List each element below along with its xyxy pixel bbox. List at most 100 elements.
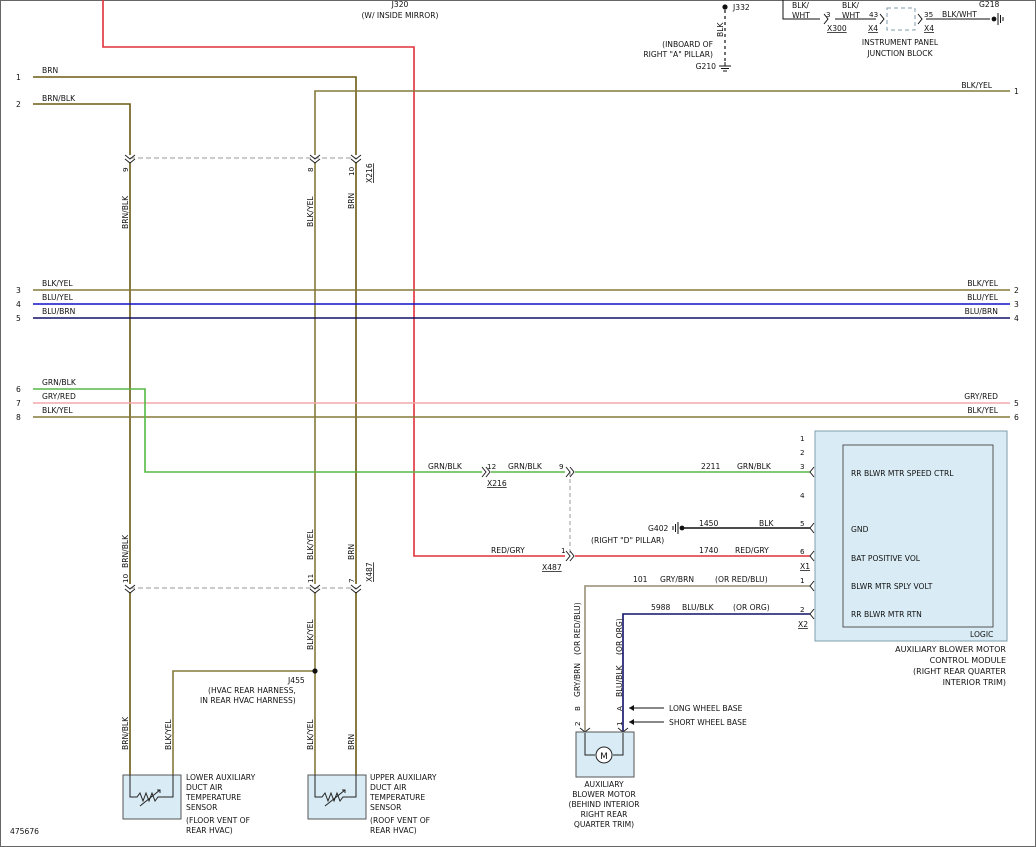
motor-name-5: QUARTER TRIM): [574, 820, 634, 829]
lower-sensor-thermistor-icon: [129, 775, 174, 807]
j320-label: J320: [391, 0, 409, 9]
g402-desc: (RIGHT "D" PILLAR): [591, 536, 664, 545]
j455-splice-dot: [312, 668, 318, 674]
module-label-sply-volt: BLWR MTR SPLY VOLT: [851, 582, 933, 591]
module-pin-1b: 1: [800, 576, 805, 585]
x4-connector-label-left: X4: [868, 24, 878, 33]
ipjb-blk-wht-2a: BLK/: [842, 1, 859, 10]
circuit-5988: 5988: [651, 603, 670, 612]
x487-pin-9: 9: [559, 462, 564, 471]
wheel-base-arrows: [629, 705, 664, 725]
g210-desc-2: RIGHT "A" PILLAR): [643, 50, 713, 59]
motor-name-3: (BEHIND INTERIOR: [569, 800, 641, 809]
connector-chevrons: [124, 154, 815, 733]
upper-sensor-label-1: UPPER AUXILIARY: [370, 773, 437, 782]
x487-pin-7: 7: [347, 578, 356, 583]
module-pin-6: 6: [800, 547, 805, 556]
module-label-rtn: RR BLWR MTR RTN: [851, 610, 922, 619]
motor-pin-1: 1: [615, 721, 624, 726]
left-pin-1: 1: [16, 73, 21, 82]
wire-label-grn-blk-x216-right: GRN/BLK: [508, 462, 543, 471]
ipjb-fragment: [782, 0, 990, 31]
module-name-2: CONTROL MODULE: [930, 656, 1006, 665]
blk-yel-wire-right1: [314, 90, 1010, 155]
x487-connector-label-mid: X487: [542, 563, 562, 572]
vlabel-or-org-motor: (OR ORG): [615, 618, 624, 655]
x1-connector-label: X1: [800, 562, 810, 571]
upper-sensor-label-5: (ROOF VENT OF: [370, 816, 430, 825]
module-pin-1: 1: [800, 434, 805, 443]
x2-connector-label: X2: [798, 620, 808, 629]
vlabel-brn-blk-mid: BRN/BLK: [121, 534, 130, 568]
blower-motor-icon: [595, 746, 613, 764]
motor-name-1: AUXILIARY: [584, 780, 624, 789]
x4-pin-43: 43: [869, 10, 878, 19]
module-pin-2b: 2: [800, 605, 805, 614]
x4-pin-35: 35: [924, 10, 933, 19]
wire-label-blu-brn-right: BLU/BRN: [965, 307, 998, 316]
motor-pin-2: 2: [573, 721, 582, 726]
g218-ground-icon: [991, 13, 1004, 25]
g210-label: G210: [696, 62, 717, 71]
vlabel-blk-j332: BLK: [716, 22, 725, 37]
vlabel-gry-brn-motor: GRY/BRN: [573, 663, 582, 697]
circuit-2211: 2211: [701, 462, 720, 471]
right-pin-1: 1: [1014, 87, 1019, 96]
g218-label: G218: [979, 0, 1000, 9]
x216-pin-10: 10: [347, 166, 356, 176]
g210-desc-1: (INBOARD OF: [662, 40, 713, 49]
wire-label-grn-blk-2211: GRN/BLK: [737, 462, 772, 471]
module-label-bat-positive: BAT POSITIVE VOL: [851, 554, 921, 563]
j332-label: J332: [732, 3, 750, 12]
upper-sensor-label-6: REAR HVAC): [370, 826, 417, 835]
motor-name-2: BLOWER MOTOR: [572, 790, 636, 799]
circuit-1740: 1740: [699, 546, 718, 555]
blu-blk-wire-5988: [622, 613, 810, 732]
wire-label-blk-yel-left-8: BLK/YEL: [42, 406, 73, 415]
vlabel-blk-yel-upper: BLK/YEL: [306, 196, 315, 227]
wire-label-blu-yel-left: BLU/YEL: [42, 293, 74, 302]
short-wheel-base-label: SHORT WHEEL BASE: [669, 718, 747, 727]
vlabel-brn-upper: BRN: [347, 193, 356, 209]
lower-sensor-label-1: LOWER AUXILIARY: [186, 773, 256, 782]
ipjb-label-2: JUNCTION BLOCK: [866, 49, 933, 58]
long-wheel-base-label: LONG WHEEL BASE: [669, 704, 743, 713]
wire-label-blk-wht-right: BLK/WHT: [942, 10, 977, 19]
motor-symbol: M: [600, 752, 608, 762]
upper-sensor-thermistor-icon: [314, 775, 357, 807]
wire-label-red-gry-x487: RED/GRY: [491, 546, 525, 555]
wire-label-blu-blk-5988: BLU/BLK: [682, 603, 715, 612]
left-pin-2: 2: [16, 100, 21, 109]
vlabel-blk-yel-below-x487: BLK/YEL: [306, 619, 315, 650]
vlabel-blk-yel-upper-sensor: BLK/YEL: [306, 719, 315, 750]
brn-wire-pin1: [33, 76, 357, 155]
vlabel-brn-blk-upper: BRN/BLK: [121, 195, 130, 229]
wire-label-gry-brn-101: GRY/BRN: [660, 575, 694, 584]
upper-sensor-label-2: DUCT AIR: [370, 783, 407, 792]
motor-pin-a: A: [615, 706, 624, 711]
ipjb-blk-wht-1a: BLK/: [792, 1, 809, 10]
brn-blk-wire-pin2: [33, 103, 131, 155]
upper-sensor-label-4: SENSOR: [370, 803, 402, 812]
wire-label-blk-1450: BLK: [759, 519, 774, 528]
vlabel-brn-blk-sensor: BRN/BLK: [121, 716, 130, 750]
j455-label: J455: [287, 676, 305, 685]
j320-desc: (W/ INSIDE MIRROR): [361, 11, 438, 20]
wire-label-red-gry-1740: RED/GRY: [735, 546, 769, 555]
module-label-logic: LOGIC: [970, 630, 993, 639]
grn-blk-wire-pin6: [33, 388, 482, 473]
x300-connector-label: X300: [827, 24, 847, 33]
x487-pin-10: 10: [121, 573, 130, 583]
x487-connector-label-lower: X487: [365, 562, 374, 582]
module-pin-2: 2: [800, 448, 805, 457]
ipjb-label-1: INSTRUMENT PANEL: [862, 38, 939, 47]
right-pin-2: 2: [1014, 286, 1019, 295]
module-name-1: AUXILIARY BLOWER MOTOR: [895, 645, 1006, 654]
wire-label-grn-blk-x216-left: GRN/BLK: [428, 462, 463, 471]
j455-desc-2: IN REAR HVAC HARNESS): [200, 696, 296, 705]
x216-connector-label-upper: X216: [365, 163, 374, 183]
module-label-speed-ctrl: RR BLWR MTR SPEED CTRL: [851, 469, 954, 478]
wire-label-blk-yel-right-1: BLK/YEL: [961, 81, 992, 90]
right-pin-3: 3: [1014, 300, 1019, 309]
